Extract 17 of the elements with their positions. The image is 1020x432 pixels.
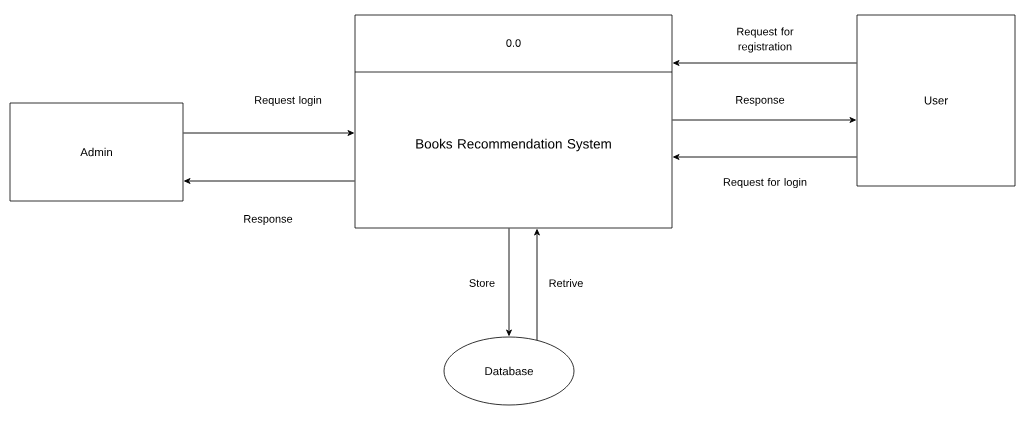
edge-label: Store: [469, 279, 495, 287]
arrow: [534, 229, 540, 341]
process-box: 0.0 Books Recommendation System: [354, 14, 673, 229]
edge-label: Request for registration: [737, 27, 794, 53]
arrow: [184, 178, 356, 184]
arrow: [673, 60, 858, 66]
entity-box: User: [856, 14, 1016, 187]
arrow: [671, 117, 856, 123]
edge-label: Request for login: [723, 177, 807, 189]
arrow: [182, 130, 354, 136]
edge-label: Retrive: [549, 279, 583, 288]
arrow: [506, 227, 512, 336]
edge-label: Response: [736, 96, 785, 106]
edge-label: Response: [244, 215, 293, 225]
arrow: [673, 154, 858, 160]
edge-label: Request login: [255, 95, 322, 107]
entity-box: Admin: [9, 102, 184, 202]
